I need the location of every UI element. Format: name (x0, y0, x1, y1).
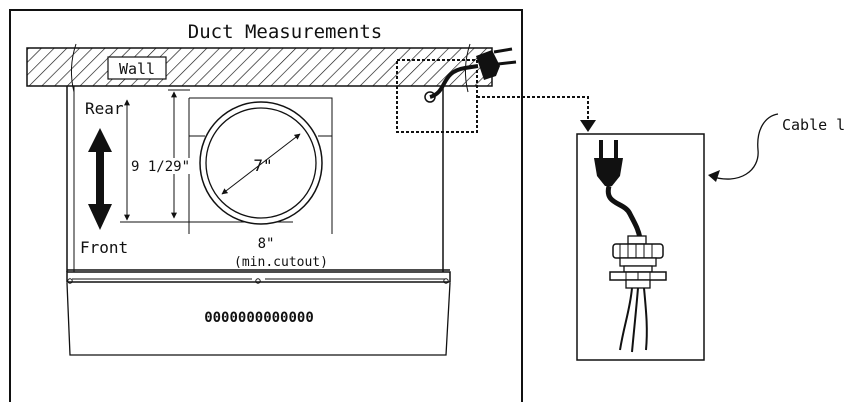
diagram-title: Duct Measurements (188, 21, 382, 43)
callout-curve (709, 113, 779, 180)
wall-label-box (107, 56, 167, 80)
hood-lower-panel (66, 282, 451, 356)
duct-diameter-label: 7" (253, 156, 272, 175)
wall-hatch (26, 47, 493, 87)
detail-wires (619, 287, 648, 353)
detail-leader-arrow (580, 120, 596, 132)
main-frame (9, 9, 523, 402)
hood-front-rail (66, 271, 451, 283)
rail-rivet-right (443, 278, 449, 284)
callout-arrow (708, 170, 720, 182)
rail-rivet-left (67, 278, 73, 284)
rail-rivet-center (255, 278, 261, 284)
rear-label: Rear (85, 99, 124, 118)
detail-cord (605, 185, 643, 239)
cable-callout-label: Cable l (782, 116, 845, 134)
height-dim-label-bg (130, 158, 192, 174)
plug-icon (476, 47, 517, 80)
vent-marks: 0000000000000 (204, 310, 314, 326)
duct-diameter-line (221, 133, 301, 195)
wall-break-left (70, 43, 77, 93)
front-label: Front (80, 238, 128, 257)
power-cord-icon (429, 64, 479, 99)
duct-inner-circle (205, 107, 317, 219)
height-dim-label: 9 1/29" (131, 159, 190, 175)
wall-label: Wall (119, 60, 155, 78)
detail-leader-line (477, 96, 589, 126)
detail-plug-icon (594, 140, 623, 186)
cutout-note: (min.cutout) (234, 255, 328, 270)
double-arrow-icon (88, 128, 112, 230)
cutout-width-label: 8" (258, 236, 275, 252)
cable-connector-icon (609, 235, 667, 289)
